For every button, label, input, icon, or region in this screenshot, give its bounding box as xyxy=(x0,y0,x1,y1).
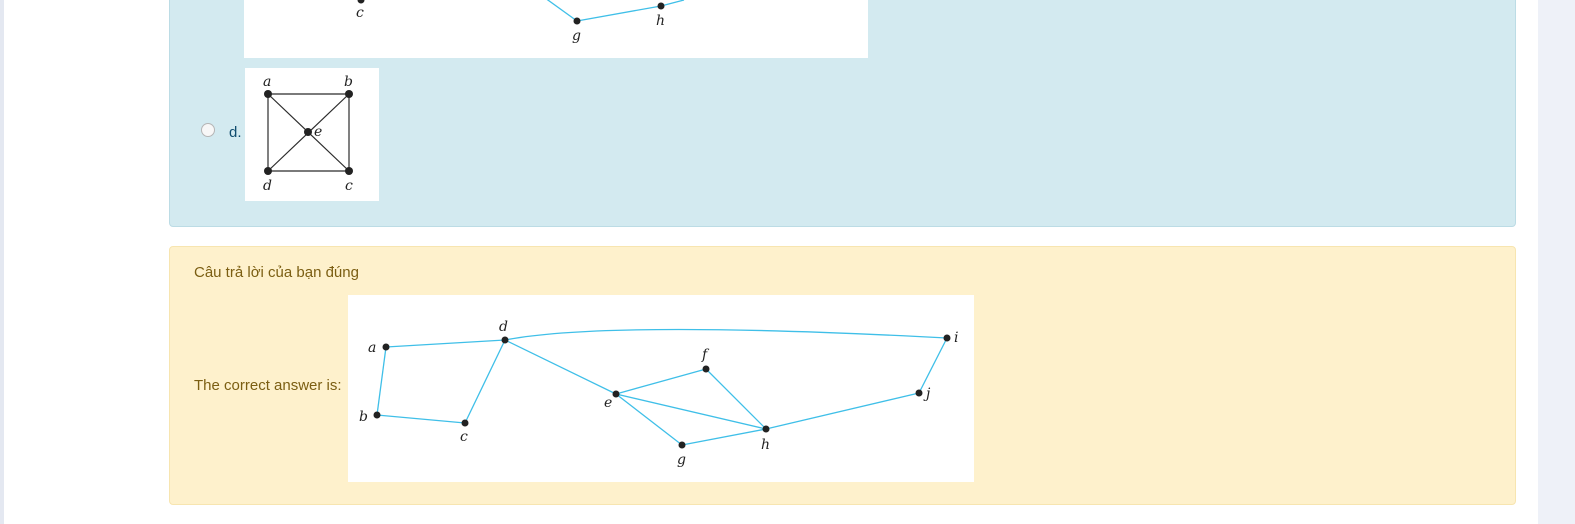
vertex-label-e: e xyxy=(604,395,612,411)
vertex-b xyxy=(345,90,353,98)
correct-answer-label: The correct answer is: xyxy=(194,377,342,394)
edge-j-i xyxy=(918,337,948,394)
vertex-d xyxy=(264,167,272,175)
vertex-label-i: i xyxy=(954,330,958,346)
vertex-g xyxy=(678,441,686,449)
vertex-label-a: a xyxy=(368,340,376,356)
edge-g-h xyxy=(681,428,767,446)
option-d-graph-image: a b c d e xyxy=(245,68,379,201)
edge-d-e xyxy=(504,339,617,395)
vertex-e xyxy=(612,390,620,398)
vertex-label-h: h xyxy=(656,13,665,29)
vertex-label-a: a xyxy=(263,74,271,90)
vertex-i xyxy=(943,334,951,342)
feedback-result-text: Câu trả lời của bạn đúng xyxy=(194,264,359,281)
vertex-c xyxy=(461,419,469,427)
vertex-label-c: c xyxy=(356,5,364,21)
vertex-j xyxy=(915,389,923,397)
edge-c-d xyxy=(464,339,506,424)
edge-e-h xyxy=(615,393,767,430)
edge-a-b xyxy=(376,346,387,416)
vertex-label-g: g xyxy=(572,28,581,44)
page-margin-right xyxy=(1538,0,1575,524)
vertex-label-b: b xyxy=(344,74,353,90)
edge-b-c xyxy=(376,414,466,424)
vertex-d xyxy=(501,336,509,344)
correct-answer-graph-image: a b c d e f g h i j xyxy=(348,295,974,482)
option-c-graph: c g h xyxy=(356,0,685,44)
vertex-label-c: c xyxy=(460,429,468,445)
vertex-a xyxy=(264,90,272,98)
option-d-radio[interactable] xyxy=(201,123,215,137)
vertex-h xyxy=(762,425,770,433)
vertex-f xyxy=(702,365,710,373)
vertex-b xyxy=(373,411,381,419)
edge-h-j xyxy=(660,0,685,7)
vertex-label-j: j xyxy=(923,386,931,402)
option-d-label[interactable]: d. xyxy=(229,124,242,141)
edge-g-h xyxy=(576,5,662,22)
edge-f-h xyxy=(705,368,767,430)
option-c-graph-image: c g h xyxy=(244,0,868,58)
vertex-label-h: h xyxy=(761,437,770,453)
vertex-label-e: e xyxy=(314,124,322,140)
vertex-label-g: g xyxy=(677,452,686,468)
vertex-e xyxy=(304,128,312,136)
vertex-a xyxy=(382,343,390,351)
vertex-h xyxy=(657,2,665,10)
edge-e-g xyxy=(546,0,578,22)
option-d-graph: a b c d e xyxy=(263,74,353,194)
vertex-label-c: c xyxy=(345,178,353,194)
page-margin-left xyxy=(0,0,4,524)
vertex-label-f: f xyxy=(701,347,710,363)
edge-d-i xyxy=(504,328,948,341)
edge-h-j xyxy=(765,392,920,430)
edge-e-f xyxy=(615,368,707,395)
vertex-g xyxy=(573,17,581,25)
vertex-label-d: d xyxy=(263,178,272,194)
vertex-c xyxy=(345,167,353,175)
correct-answer-graph: a b c d e f g h i j xyxy=(359,319,958,468)
edge-a-d xyxy=(385,339,506,348)
edge-e-g xyxy=(615,393,683,446)
vertex-label-d: d xyxy=(499,319,508,335)
vertex-label-b: b xyxy=(359,409,368,425)
vertex-c xyxy=(357,0,365,4)
